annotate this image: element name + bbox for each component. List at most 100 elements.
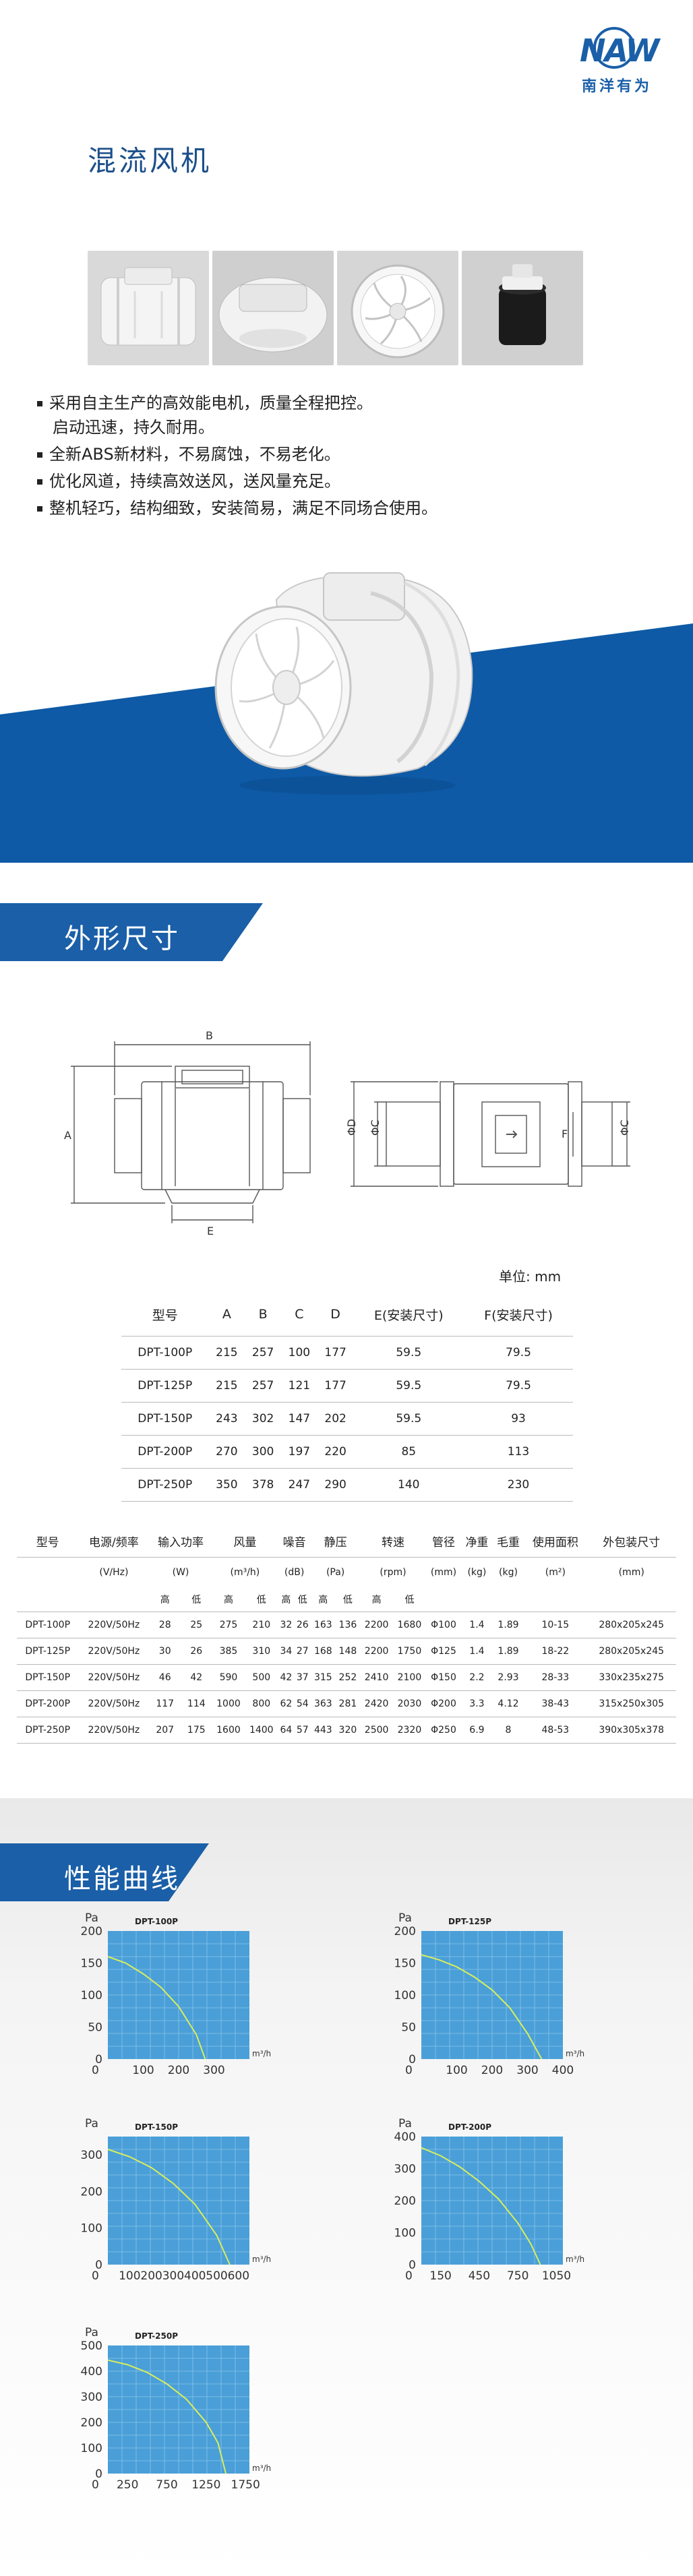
col-header: F(安装尺寸) — [484, 1308, 553, 1323]
table-cell: 197 — [280, 1435, 318, 1469]
table-cell: 1750 — [393, 1638, 426, 1665]
table-cell: Φ100 — [425, 1612, 462, 1638]
series-line — [421, 2147, 541, 2265]
unit-cell: (m³/h) — [212, 1557, 278, 1587]
x-tick-label: 100 — [132, 2064, 154, 2077]
table-cell: 220V/50Hz — [78, 1664, 150, 1691]
y-tick-label: 300 — [81, 2391, 102, 2404]
y-tick-label: 200 — [394, 1925, 416, 1938]
unit-cell: (kg) — [461, 1557, 493, 1587]
dim-label-a: A — [64, 1129, 71, 1142]
col-header: 管径 — [432, 1535, 455, 1550]
hero-fan-image — [214, 572, 473, 795]
table-cell: 257 — [245, 1369, 281, 1403]
table-cell: 220V/50Hz — [78, 1612, 150, 1638]
performance-title: 性能曲线 — [64, 1864, 180, 1895]
bullet-icon — [37, 452, 42, 458]
dim-label-d: ΦD — [345, 1119, 358, 1136]
table-cell: 315 — [311, 1664, 336, 1691]
table-cell: 290 — [317, 1468, 354, 1502]
x-tick-label: 200 — [168, 2064, 189, 2077]
series-line — [107, 1956, 206, 2060]
table-cell: 800 — [245, 1690, 278, 1717]
table-cell: 100 — [280, 1336, 318, 1370]
table-cell: 25 — [181, 1612, 212, 1638]
table-cell: 247 — [280, 1468, 318, 1502]
dim-label-e: E — [207, 1225, 214, 1237]
x-tick-label: 0 — [92, 2064, 99, 2077]
table-cell: 207 — [149, 1717, 181, 1744]
x-tick-label: 1750 — [231, 2478, 260, 2492]
chart-title: DPT-100P — [135, 1917, 178, 1926]
table-cell: Φ200 — [425, 1690, 462, 1717]
table-cell: 220V/50Hz — [78, 1717, 150, 1744]
unit-cell — [17, 1557, 79, 1587]
table-cell: 1400 — [245, 1717, 278, 1744]
feature-item: 优化风道，持续高效送风，送风量充足。 — [37, 468, 340, 491]
y-axis-label: Pa — [398, 2117, 412, 2130]
table-cell: 140 — [353, 1468, 464, 1502]
series-line — [107, 2149, 231, 2265]
y-tick-label: 100 — [394, 1989, 416, 2002]
brand-logo: NAW 南洋有为 — [566, 27, 667, 101]
unit-cell: (Pa) — [311, 1557, 361, 1587]
table-cell: 37 — [294, 1664, 311, 1691]
y-tick-label: 200 — [394, 2195, 416, 2208]
col-header: 输入功率 — [158, 1535, 204, 1550]
col-header: D — [330, 1307, 340, 1322]
x-tick-label: 0 — [405, 2064, 413, 2077]
y-tick-label: 100 — [81, 1989, 102, 2002]
fan-motor-view-icon — [462, 251, 583, 365]
table-cell: 148 — [335, 1638, 361, 1665]
feature-item: 采用自主生产的高效能电机，质量全程把控。 — [37, 390, 373, 413]
y-tick-label: 100 — [81, 2442, 102, 2455]
table-cell: 28 — [149, 1612, 181, 1638]
table-cell: 136 — [335, 1612, 361, 1638]
y-tick-label: 100 — [81, 2222, 102, 2236]
y-tick-label: 200 — [81, 2185, 102, 2199]
bullet-icon — [37, 506, 42, 512]
table-cell: 163 — [311, 1612, 336, 1638]
unit-cell: (mm) — [425, 1557, 462, 1587]
x-tick-label: 1250 — [191, 2478, 220, 2492]
table-cell: 315x250x305 — [586, 1690, 676, 1717]
x-axis-label: m³/h — [252, 2255, 271, 2264]
table-cell: 48-53 — [524, 1717, 587, 1744]
table-cell: 4.12 — [492, 1690, 524, 1717]
table-cell: 270 — [208, 1435, 245, 1469]
table-cell: 93 — [464, 1402, 573, 1436]
x-tick-label: 400 — [184, 2269, 206, 2283]
table-cell: 59.5 — [353, 1336, 464, 1370]
fan-top-view-icon — [212, 251, 334, 365]
table-cell: DPT-100P — [17, 1612, 79, 1638]
table-cell: 34 — [278, 1638, 295, 1665]
unit-row: (V/Hz) (W) (m³/h) (dB) (Pa) (rpm) (mm) (… — [17, 1557, 676, 1587]
x-tick-label: 600 — [228, 2269, 249, 2283]
low-label: 低 — [256, 1595, 266, 1605]
col-header: 外包装尺寸 — [603, 1535, 661, 1550]
table-cell: 243 — [208, 1402, 245, 1436]
product-photo-motor — [462, 251, 583, 365]
table-cell: 2200 — [360, 1612, 394, 1638]
feature-item: 整机轻巧，结构细致，安装简易，满足不同场合使用。 — [37, 495, 438, 518]
product-photo-top — [212, 251, 334, 365]
table-cell: 114 — [181, 1690, 212, 1717]
table-cell: 1.4 — [461, 1638, 493, 1665]
table-cell: 117 — [149, 1690, 181, 1717]
table-cell: 54 — [294, 1690, 311, 1717]
table-cell: DPT-150P — [17, 1664, 79, 1691]
table-cell: 85 — [353, 1435, 464, 1469]
unit-label: 单位: mm — [499, 1268, 562, 1285]
col-header: B — [258, 1307, 268, 1322]
table-cell: 79.5 — [464, 1369, 573, 1403]
dim-label-c: ΦC — [369, 1120, 382, 1136]
table-cell: 27 — [294, 1638, 311, 1665]
table-cell: 220V/50Hz — [78, 1638, 150, 1665]
table-cell: 32 — [278, 1612, 295, 1638]
series-line — [107, 2359, 227, 2474]
